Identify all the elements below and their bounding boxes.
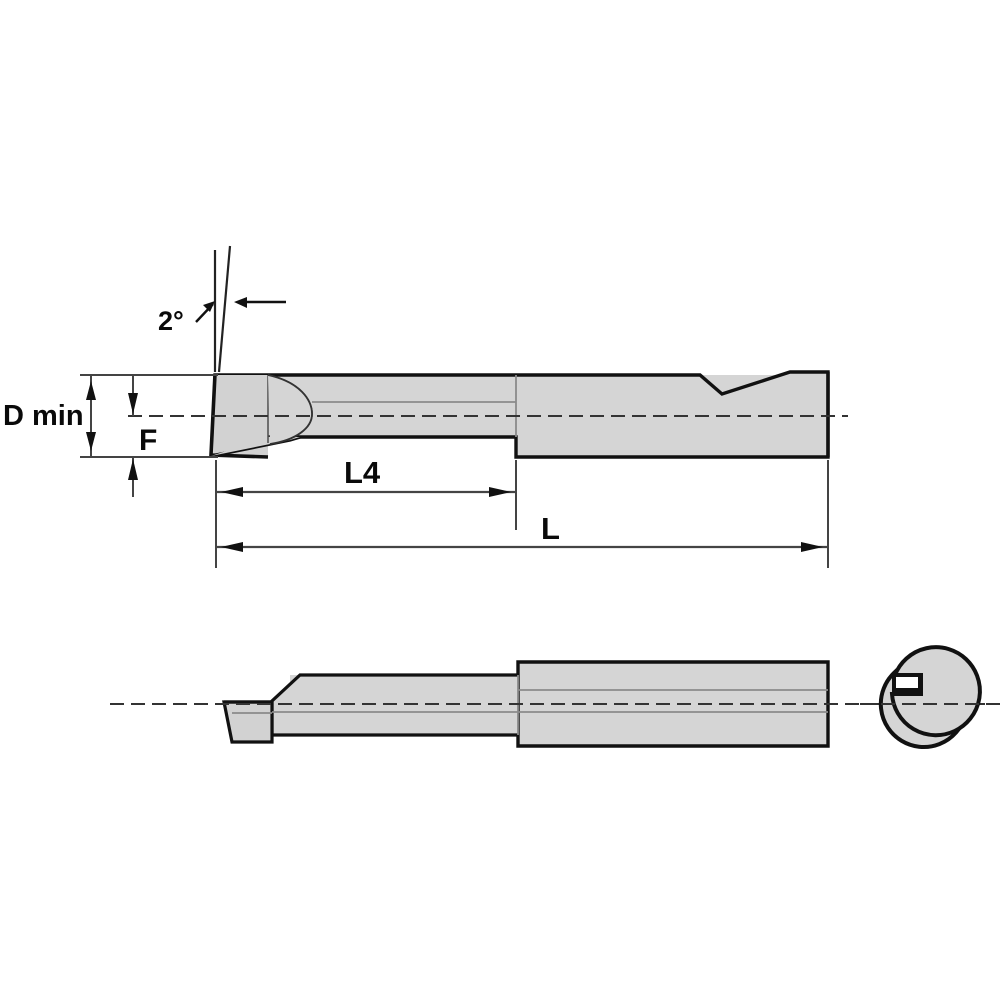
f-dimension-arrow-upper [128,375,138,416]
d-min-label: D min [3,400,84,432]
side-view-nose-radius-fill [268,375,312,444]
side-view-group: 2° D min F [3,245,848,568]
d-min-dimension-arrow [86,375,96,457]
f-dimension-arrow-lower [128,457,138,497]
top-view-group [110,660,1000,748]
top-view-cutting-nose [222,700,274,744]
end-section-outline [889,645,982,738]
angle-leader-arrow-left [195,301,215,323]
side-view-nose-radius-arc-2 [267,374,313,445]
end-section-view-group [860,645,1000,749]
l4-dimension-arrow [216,487,516,497]
l-label: L [541,511,560,546]
l-dimension-arrow [216,542,828,552]
angle-inclined-line [217,245,232,373]
angle-2deg-label: 2° [158,306,184,336]
angle-leader-arrow-right [234,297,286,308]
f-label: F [139,424,157,457]
l4-label: L4 [344,455,381,490]
